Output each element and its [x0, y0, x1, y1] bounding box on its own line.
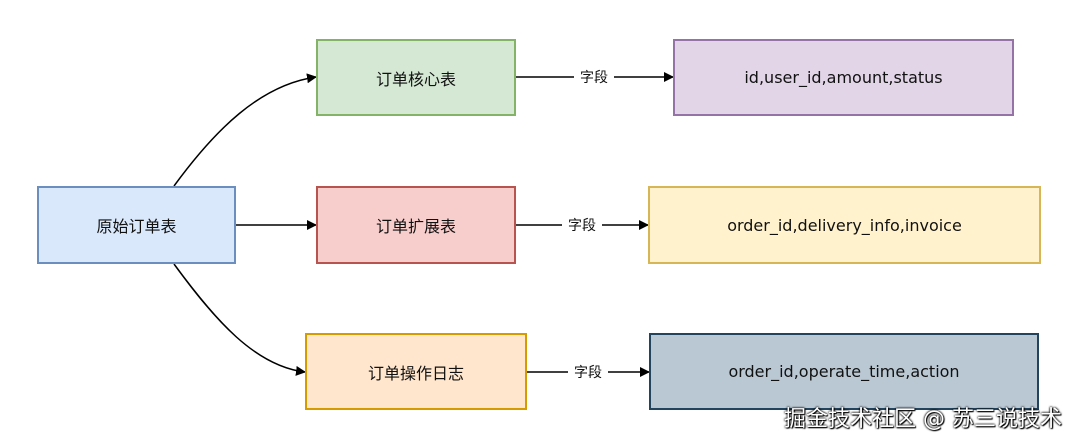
- node-ext-fields[interactable]: order_id,delivery_info,invoice: [648, 186, 1041, 264]
- node-log-fields-label: order_id,operate_time,action: [728, 362, 960, 381]
- edge-source-to-log: [173, 263, 306, 376]
- node-ext-label: 订单扩展表: [375, 217, 456, 236]
- node-core-table[interactable]: 订单核心表: [316, 39, 516, 116]
- node-log-label: 订单操作日志: [367, 363, 464, 383]
- node-ext-fields-label: order_id,delivery_info,invoice: [727, 215, 962, 235]
- node-core-label: 订单核心表: [375, 69, 456, 89]
- node-log-table[interactable]: 订单操作日志: [305, 333, 527, 410]
- edge-label-log: 字段: [574, 365, 602, 381]
- node-source-table[interactable]: 原始订单表: [37, 186, 236, 264]
- node-core-fields-label: id,user_id,amount,status: [744, 68, 943, 87]
- watermark-text: 掘金技术社区 @ 苏三说技术: [784, 407, 1062, 432]
- edge-source-to-core: [173, 73, 317, 187]
- node-ext-table[interactable]: 订单扩展表: [316, 186, 516, 264]
- edge-label-core: 字段: [580, 70, 608, 86]
- node-log-fields[interactable]: order_id,operate_time,action: [649, 333, 1039, 410]
- edge-label-ext: 字段: [568, 218, 596, 234]
- node-core-fields[interactable]: id,user_id,amount,status: [673, 39, 1014, 116]
- node-source-label: 原始订单表: [96, 217, 177, 236]
